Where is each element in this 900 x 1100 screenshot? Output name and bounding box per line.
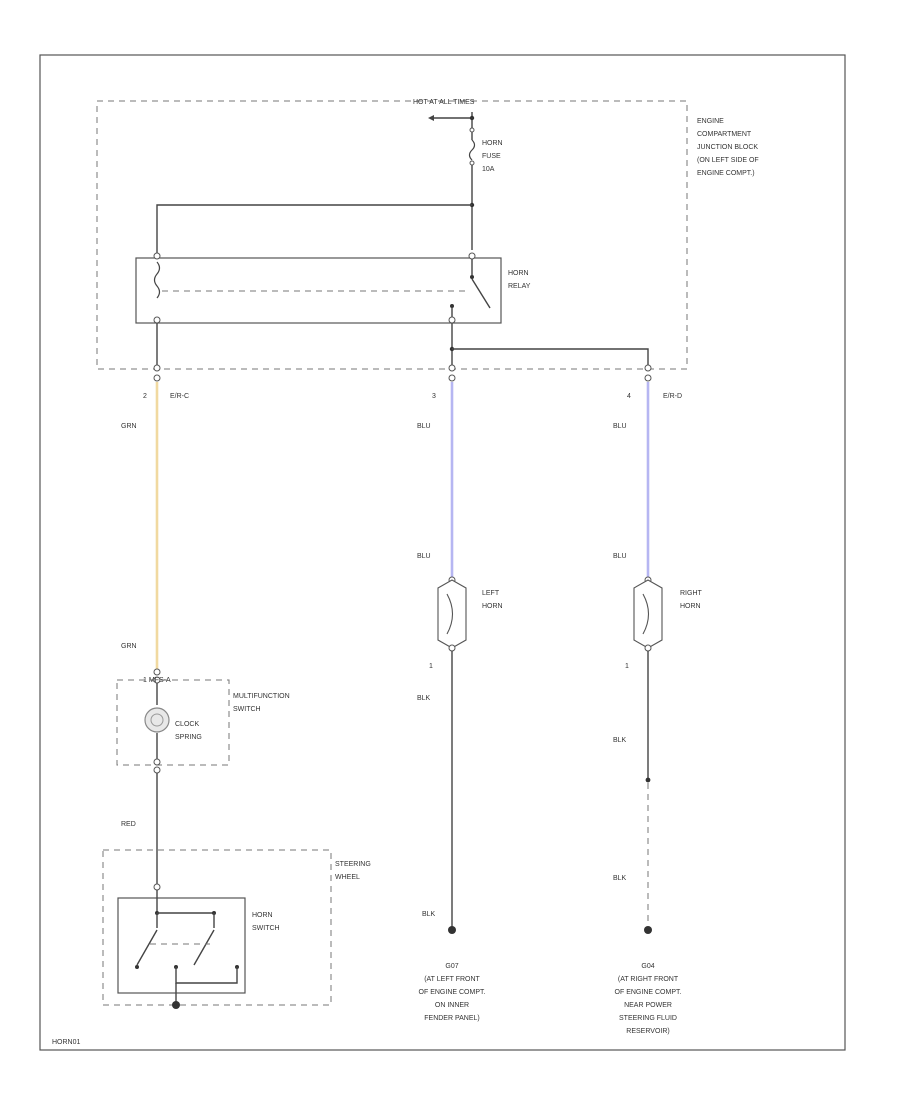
svg-text:G07: G07 (445, 963, 458, 970)
svg-text:FENDER PANEL): FENDER PANEL) (424, 1015, 480, 1022)
steering-wheel-outline (102, 849, 332, 1006)
svg-text:HORN: HORN (680, 603, 701, 610)
left-horn-label: LEFT HORN (482, 590, 503, 610)
wire-label-right-blk-lower: BLK (613, 875, 627, 882)
svg-text:1 MFS-A: 1 MFS-A (143, 677, 171, 684)
horn-switch-label: HORN SWITCH (252, 912, 280, 932)
svg-text:SWITCH: SWITCH (252, 925, 280, 932)
right-horn-label: RIGHT HORN (680, 590, 703, 610)
svg-text:E/R-D: E/R-D (663, 393, 682, 400)
horn-fuse (468, 112, 476, 250)
svg-text:HORN: HORN (482, 603, 503, 610)
clock-spring-symbol (144, 683, 170, 774)
svg-text:G04: G04 (641, 963, 654, 970)
horn-relay-box (135, 257, 502, 324)
ground-right-label: G04 (AT RIGHT FRONT OF ENGINE COMPT. NEA… (615, 963, 682, 1035)
right-horn-pin: 1 (625, 663, 629, 670)
wire-label-left-bottom: GRN (121, 643, 137, 650)
wire-label-right-blk-upper: BLK (613, 737, 627, 744)
svg-text:RELAY: RELAY (508, 283, 531, 290)
svg-text:CLOCK: CLOCK (175, 721, 199, 728)
wire-label-mid-bottom: BLU (417, 553, 431, 560)
wire-label-mid-blk-lower: BLK (422, 911, 436, 918)
svg-text:STEERING: STEERING (335, 861, 371, 868)
source-label: HOT AT ALL TIMES (413, 99, 475, 106)
left-horn-ground-wire (448, 651, 456, 934)
wire-label-red: RED (121, 821, 136, 828)
connector-left: 2 E/R-C (143, 364, 189, 400)
multifunction-switch-label: MULTIFUNCTION SWITCH (233, 693, 290, 713)
svg-text:LEFT: LEFT (482, 590, 500, 597)
engine-block-label: ENGINE COMPARTMENT JUNCTION BLOCK (ON LE… (697, 118, 759, 177)
svg-text:2: 2 (143, 393, 147, 400)
svg-text:COMPARTMENT: COMPARTMENT (697, 131, 752, 138)
multifunction-connector: 1 MFS-A (143, 668, 171, 684)
fuse-label: HORN FUSE 10A (482, 140, 503, 173)
wire-label-mid-top: BLU (417, 423, 431, 430)
svg-text:4: 4 (627, 393, 631, 400)
svg-text:(ON LEFT SIDE OF: (ON LEFT SIDE OF (697, 157, 759, 164)
connector-mid: 3 (432, 364, 456, 400)
svg-text:STEERING FLUID: STEERING FLUID (619, 1015, 677, 1022)
svg-text:HORN: HORN (508, 270, 529, 277)
svg-text:3: 3 (432, 393, 436, 400)
svg-text:(AT LEFT FRONT: (AT LEFT FRONT (424, 976, 480, 983)
svg-text:RIGHT: RIGHT (680, 590, 703, 597)
ground-left-label: G07 (AT LEFT FRONT OF ENGINE COMPT. ON I… (419, 963, 486, 1022)
left-horn-symbol (437, 576, 467, 652)
svg-text:SWITCH: SWITCH (233, 706, 261, 713)
junction-block-outline (96, 100, 688, 370)
svg-text:E/R-C: E/R-C (170, 393, 189, 400)
multifunction-switch-outline (116, 679, 230, 766)
svg-text:HORN: HORN (252, 912, 273, 919)
svg-text:HORN: HORN (482, 140, 503, 147)
relay-coil-feed-wire (156, 204, 472, 255)
svg-text:ENGINE: ENGINE (697, 118, 724, 125)
svg-text:ON INNER: ON INNER (435, 1002, 469, 1009)
relay-output-wires (156, 323, 649, 368)
wire-label-mid-blk-upper: BLK (417, 695, 431, 702)
svg-text:NEAR POWER: NEAR POWER (624, 1002, 672, 1009)
right-horn-ground-wire (644, 651, 652, 934)
svg-text:RESERVOIR): RESERVOIR) (626, 1028, 669, 1035)
right-horn-symbol (633, 576, 663, 652)
svg-text:(AT RIGHT FRONT: (AT RIGHT FRONT (618, 976, 679, 983)
diagram-code: HORN01 (52, 1039, 81, 1046)
horn-relay-coil (153, 252, 470, 324)
svg-text:10A: 10A (482, 166, 495, 173)
svg-text:MULTIFUNCTION: MULTIFUNCTION (233, 693, 290, 700)
wire-label-right-bottom: BLU (613, 553, 627, 560)
horn-switch-box (117, 897, 246, 994)
svg-text:ENGINE COMPT.): ENGINE COMPT.) (697, 170, 755, 177)
svg-text:WHEEL: WHEEL (335, 874, 360, 881)
clock-spring-label: CLOCK SPRING (175, 721, 202, 741)
horn-relay-contact (448, 252, 491, 324)
connector-right: 4 E/R-D (627, 364, 682, 400)
svg-text:JUNCTION BLOCK: JUNCTION BLOCK (697, 144, 758, 151)
wire-label-right-top: BLU (613, 423, 627, 430)
diagram-frame (39, 54, 846, 1051)
svg-text:FUSE: FUSE (482, 153, 501, 160)
steering-wheel-label: STEERING WHEEL (335, 861, 371, 881)
relay-label: HORN RELAY (508, 270, 531, 290)
svg-text:OF ENGINE COMPT.: OF ENGINE COMPT. (615, 989, 682, 996)
svg-text:OF ENGINE COMPT.: OF ENGINE COMPT. (419, 989, 486, 996)
source-arrow (428, 115, 472, 121)
horn-switch-contacts (135, 883, 239, 1009)
wire-label-left-top: GRN (121, 423, 137, 430)
svg-text:SPRING: SPRING (175, 734, 202, 741)
left-horn-pin: 1 (429, 663, 433, 670)
